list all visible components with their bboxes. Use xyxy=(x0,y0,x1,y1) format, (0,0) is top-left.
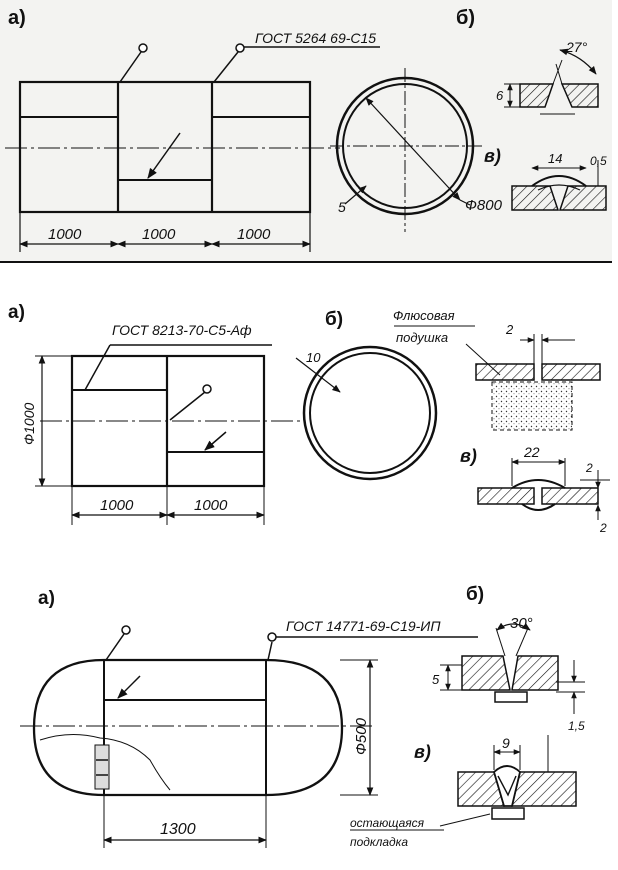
joint-depth-3: 5 xyxy=(432,672,440,687)
diameter-2: Ф1000 xyxy=(21,403,37,445)
length-dimensions xyxy=(19,212,311,252)
weld-dim-2a: 2 xyxy=(585,461,593,475)
weld-width-3: 9 xyxy=(502,735,510,751)
label-v-2: в) xyxy=(460,446,477,466)
flux-label-2: подушка xyxy=(396,330,448,345)
backing-label-2: подкладка xyxy=(350,835,408,849)
drawing-1: а) б) ГОСТ 5264 69-С15 xyxy=(0,0,612,263)
joint-detail-b-3 xyxy=(440,622,585,714)
wall-thickness-2: 10 xyxy=(306,350,321,365)
label-a-3: а) xyxy=(38,588,55,609)
flux-label-1: Флюсовая xyxy=(393,308,455,323)
weld-leaders xyxy=(119,43,380,179)
standard-note-3: ГОСТ 14771-69-С19-ИП xyxy=(286,618,441,634)
joint-gap-2: 2 xyxy=(505,322,514,337)
label-v-3: в) xyxy=(414,742,431,762)
length-3: 1000 xyxy=(237,226,271,243)
weld-width-2: 22 xyxy=(523,444,540,460)
weld-dim-2b: 2 xyxy=(599,521,607,535)
backing-label-1: остающаяся xyxy=(350,816,425,830)
label-b: б) xyxy=(456,7,475,29)
length-2-2: 1000 xyxy=(194,497,228,514)
diameter-3: Ф500 xyxy=(353,717,370,755)
drawing-3: а) б) ГОСТ 14771-69- xyxy=(20,584,585,849)
length-2-1: 1000 xyxy=(100,497,134,514)
joint-detail-v-2 xyxy=(477,458,610,520)
standard-note: ГОСТ 5264 69-С15 xyxy=(255,30,376,46)
joint-gap-3: 1,5 xyxy=(568,719,585,733)
pipe-side-view-2 xyxy=(35,344,300,525)
label-b-3: б) xyxy=(466,584,484,605)
weld-gap: 0,5 xyxy=(590,154,607,168)
label-a: а) xyxy=(8,7,26,29)
length-1: 1000 xyxy=(48,226,82,243)
drawing-2: а) б) ГОСТ 8213-70-С5-Аф Ф1000 10 xyxy=(8,302,610,535)
wall-thickness: 5 xyxy=(338,199,346,215)
pipe-cross-section xyxy=(330,68,485,232)
joint-detail-v xyxy=(511,160,607,211)
standard-note-2: ГОСТ 8213-70-С5-Аф xyxy=(112,322,252,338)
joint-depth: 6 xyxy=(496,88,504,103)
bevel-angle: 27° xyxy=(565,39,588,55)
pipe-cross-section-2 xyxy=(295,345,438,481)
joint-detail-b xyxy=(504,48,599,115)
vessel-side-view xyxy=(20,625,478,848)
label-a-2: а) xyxy=(8,302,25,323)
weld-width: 14 xyxy=(548,151,562,166)
label-v: в) xyxy=(484,146,501,166)
bevel-angle-3: 30° xyxy=(510,615,533,632)
joint-detail-b-2 xyxy=(394,325,601,431)
length-2: 1000 xyxy=(142,226,176,243)
joint-detail-v-3 xyxy=(350,735,577,831)
pipe-side-view xyxy=(5,80,340,214)
diameter: Ф800 xyxy=(465,197,503,214)
length-3-1: 1300 xyxy=(160,821,196,838)
label-b-2: б) xyxy=(325,309,343,330)
drawing-1-background xyxy=(0,0,612,262)
